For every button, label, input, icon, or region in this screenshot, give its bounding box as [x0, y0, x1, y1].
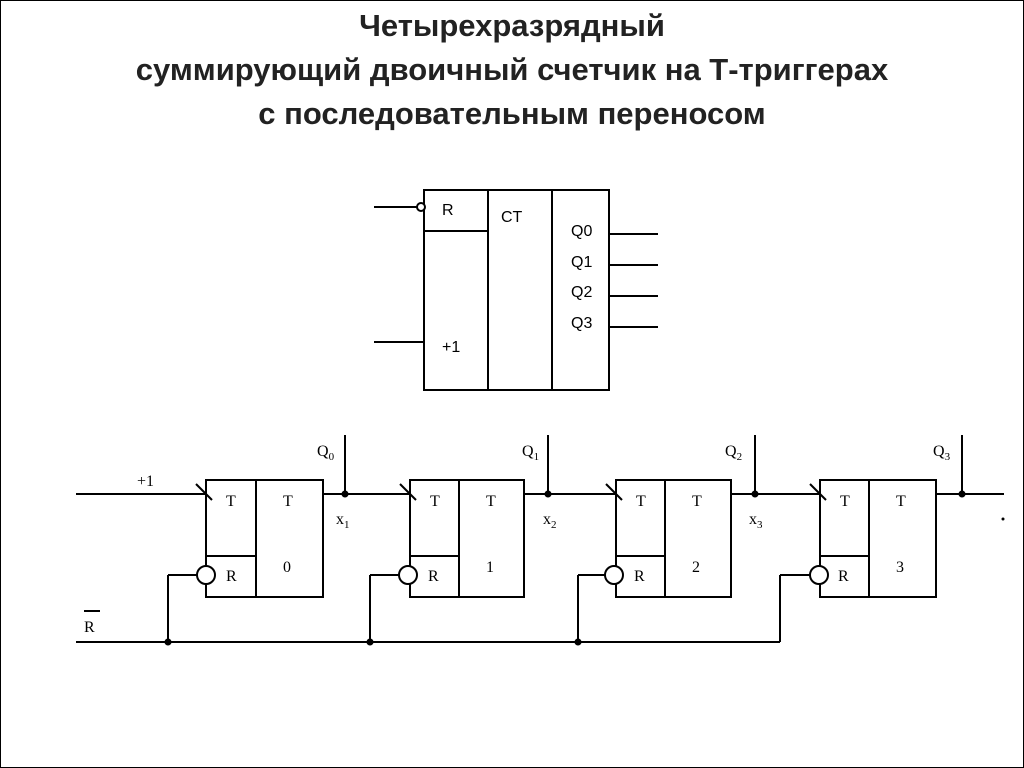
flipflop-2-t-input-label: T — [636, 493, 646, 510]
stray-dot — [1001, 517, 1005, 521]
flipflop-0-body — [205, 479, 324, 598]
title-line-2: суммирующий двоичный счетчик на Т-тригге… — [135, 52, 889, 87]
junction-reset-2 — [574, 638, 582, 646]
junction-q1 — [544, 490, 552, 498]
carry-label-x1: x1 — [336, 511, 350, 531]
junction-reset-0 — [164, 638, 172, 646]
flipflop-2-r-input-label: R — [634, 568, 645, 585]
flipflop-3-r-input-label: R — [838, 568, 849, 585]
flipflop-0-index-label: 0 — [283, 559, 291, 576]
output-label-q1: Q1 — [522, 443, 539, 463]
junction-q3 — [958, 490, 966, 498]
flipflop-0-r-input-label: R — [226, 568, 237, 585]
symbol-function-label: CT — [501, 209, 523, 226]
flipflop-2-index-label: 2 — [692, 559, 700, 576]
flipflop-1-t-input-label: T — [430, 493, 440, 510]
symbol-outline — [423, 189, 610, 391]
symbol-output-label-q1: Q1 — [571, 254, 592, 271]
flipflop-1-reset-inversion — [398, 565, 418, 585]
flipflop-2-body — [615, 479, 732, 598]
junction-dots — [164, 490, 1005, 646]
flipflop-2-reset-inversion — [604, 565, 624, 585]
flipflop-3-body — [819, 479, 937, 598]
title-line-3: с последовательным переносом — [258, 96, 766, 131]
slide-title: Четырехразрядный суммирующий двоичный сч… — [0, 4, 1024, 136]
flipflop-1-type-label: T — [486, 493, 496, 510]
symbol-reset-label: R — [442, 202, 454, 219]
flipflop-0-type-label: T — [283, 493, 293, 510]
symbol-output-label-q0: Q0 — [571, 223, 592, 240]
junction-q0 — [341, 490, 349, 498]
title-line-1: Четырехразрядный — [359, 8, 665, 43]
input-label: +1 — [137, 473, 154, 490]
output-label-q2: Q2 — [725, 443, 742, 463]
reset-bus-label: R — [84, 619, 95, 636]
junction-q2 — [751, 490, 759, 498]
flipflop-0-edge-mark — [195, 483, 213, 501]
symbol-count-label: +1 — [442, 339, 460, 356]
circuit-wiring — [76, 435, 1004, 643]
output-label-q0: Q0 — [317, 443, 335, 463]
flipflop-1-index-label: 1 — [486, 559, 494, 576]
flipflop-1-body — [409, 479, 525, 598]
flipflop-0-t-input-label: T — [226, 493, 236, 510]
symbol-reset-inversion — [416, 202, 426, 212]
flipflop-3-index-label: 3 — [896, 559, 904, 576]
flipflop-3-t-input-label: T — [840, 493, 850, 510]
carry-label-x2: x2 — [543, 511, 557, 531]
flipflop-3-reset-inversion — [809, 565, 829, 585]
flipflop-2-edge-mark — [605, 483, 623, 501]
counter-symbol — [374, 189, 658, 391]
flipflop-1-edge-mark — [399, 483, 417, 501]
flipflop-3-edge-mark — [809, 483, 827, 501]
symbol-output-label-q3: Q3 — [571, 315, 592, 332]
output-label-q3: Q3 — [933, 443, 951, 463]
flipflop-3-type-label: T — [896, 493, 906, 510]
carry-label-x3: x3 — [749, 511, 763, 531]
flipflop-1-r-input-label: R — [428, 568, 439, 585]
flipflop-2-type-label: T — [692, 493, 702, 510]
symbol-output-label-q2: Q2 — [571, 284, 592, 301]
junction-reset-1 — [366, 638, 374, 646]
flipflop-0-reset-inversion — [196, 565, 216, 585]
